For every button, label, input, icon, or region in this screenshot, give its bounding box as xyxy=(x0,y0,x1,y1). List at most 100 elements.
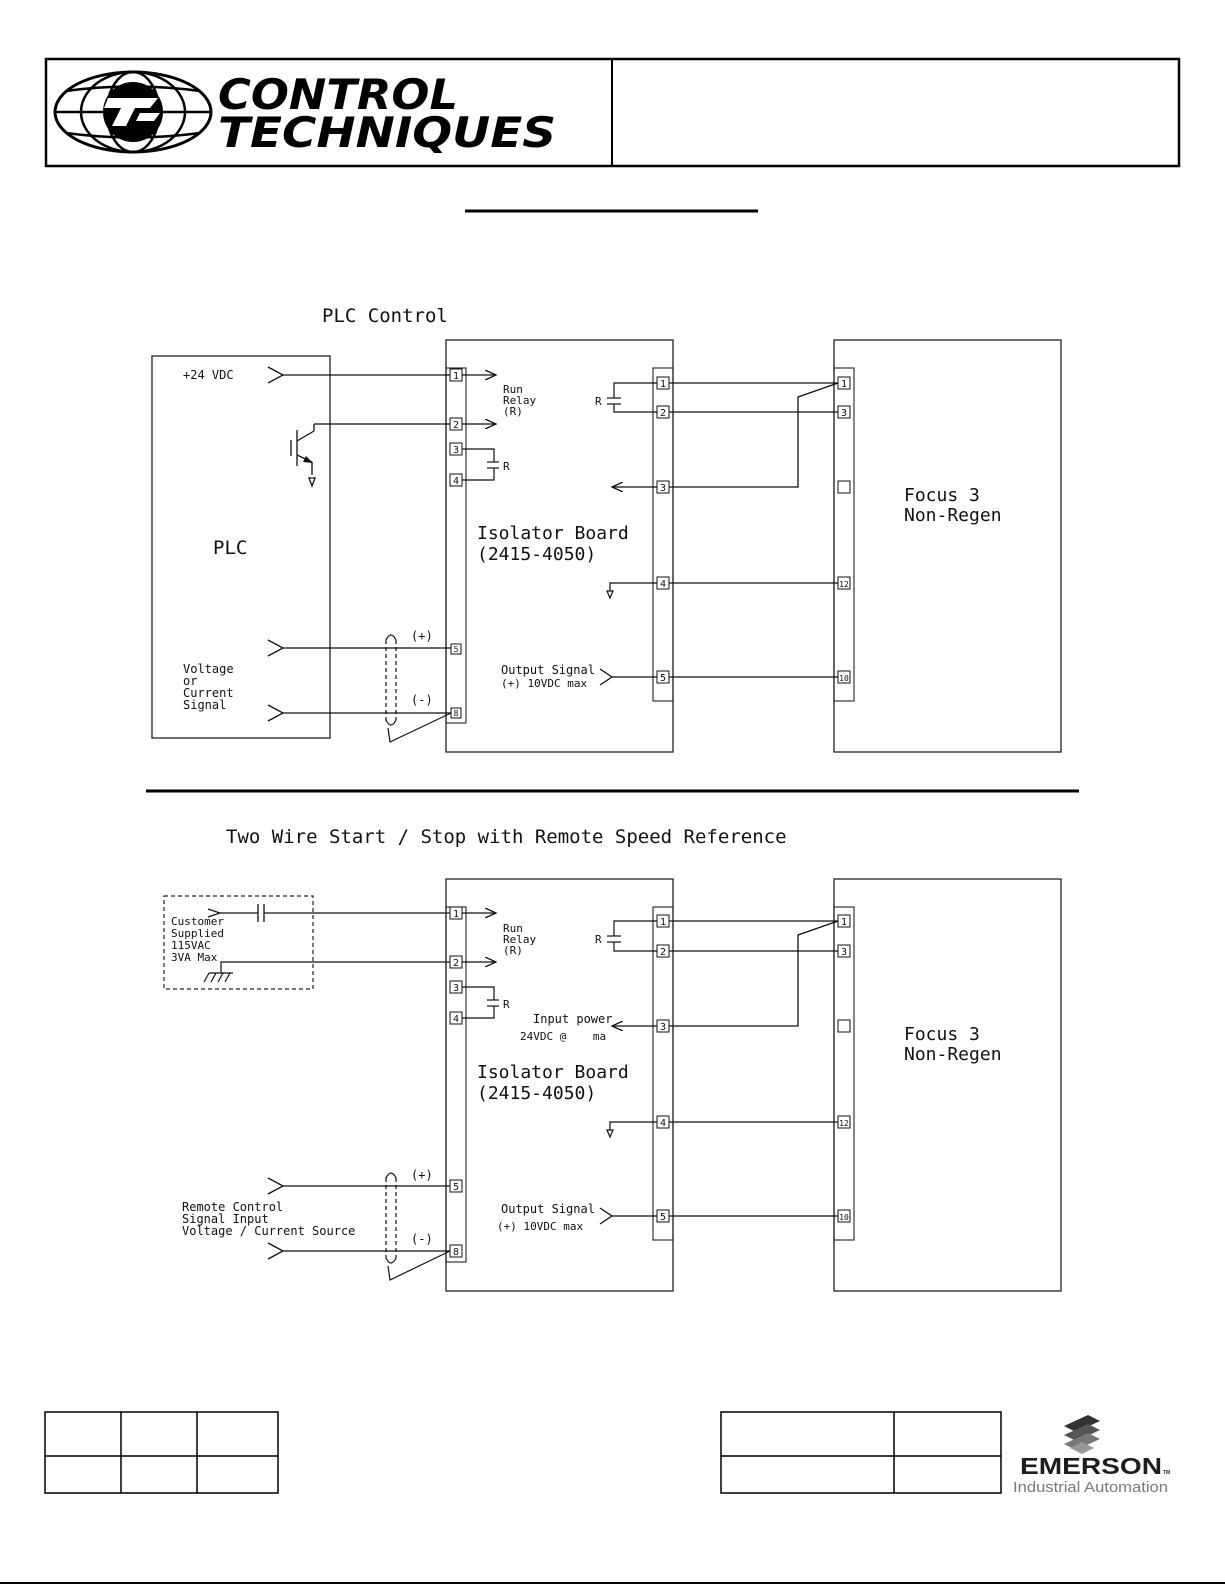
iso1-relay-line-3: (R) xyxy=(503,405,523,418)
customer-line-2: Supplied xyxy=(171,927,224,940)
control-techniques-logo: CONTROL TECHNIQUES xyxy=(53,70,556,157)
plc-box xyxy=(151,355,331,739)
iso1-relay-contact-r: R xyxy=(503,460,510,473)
plc-transistor-symbol xyxy=(290,424,316,488)
iso1-output-line-2: (+) 10VDC max xyxy=(501,677,587,690)
iso2-relay-line-3: (R) xyxy=(503,944,523,957)
iso1-right-term-2: 2 xyxy=(660,408,666,419)
iso2-right-term-1: 1 xyxy=(660,917,666,928)
iso1-left-term-2: 2 xyxy=(453,420,459,431)
iso2-minus-label: (-) xyxy=(411,1232,433,1246)
isolator-left-terminals-1 xyxy=(449,368,463,719)
focus3-label-2: Focus 3 xyxy=(904,1024,980,1045)
iso2-term4-ground xyxy=(606,1121,657,1139)
plc-supply-chevron xyxy=(267,366,285,384)
emerson-wordmark: EMERSON xyxy=(1020,1453,1162,1479)
customer-capacitor-symbol xyxy=(220,904,450,922)
iso1-output-chevron xyxy=(599,668,614,686)
focus3-2-term-12: 12 xyxy=(839,1119,849,1128)
iso1-left-term-3: 3 xyxy=(453,445,459,456)
iso1-minus-label: (-) xyxy=(411,693,433,707)
iso2-relay-contact-3-4 xyxy=(462,986,499,1019)
iso1-left-term-4: 4 xyxy=(453,476,459,487)
isolator-right-strip-2 xyxy=(652,906,674,1241)
iso2-relay-line-2: Relay xyxy=(503,933,536,946)
logo-line-control: CONTROL xyxy=(218,70,458,119)
isolator-left-strip-1 xyxy=(445,367,467,724)
diagram2-wires xyxy=(283,920,839,1252)
focus3-model-1: Non-Regen xyxy=(904,505,1002,526)
plc-plus-chevron xyxy=(267,639,285,657)
iso2-relay-contact-r: R xyxy=(503,998,510,1011)
plc-label: PLC xyxy=(213,537,247,559)
emerson-trademark: TM xyxy=(1163,1470,1170,1476)
diagram1-wires xyxy=(283,374,839,714)
plc-signal-line-2: or xyxy=(183,674,197,688)
logo-line-techniques: TECHNIQUES xyxy=(218,108,556,157)
iso1-relay-line-1: Run xyxy=(503,383,523,396)
focus3-terminals-2 xyxy=(837,914,851,1223)
customer-line-1: Customer xyxy=(171,915,224,928)
focus3-strip-2 xyxy=(833,906,855,1241)
customer-supply-box xyxy=(163,895,314,990)
isolator-part-2: (2415-4050) xyxy=(477,1083,596,1104)
customer-line-3: 115VAC xyxy=(171,939,211,952)
isolator-label-1: Isolator Board xyxy=(477,523,629,544)
focus3-1-term-12: 12 xyxy=(839,580,849,589)
isolator-part-1: (2415-4050) xyxy=(477,544,596,565)
focus3-1-term-3: 3 xyxy=(841,408,847,419)
iso2-plus-label: (+) xyxy=(411,1168,433,1182)
remote-line-3: Voltage / Current Source xyxy=(182,1224,355,1238)
plc-signal-line-1: Voltage xyxy=(183,662,234,676)
iso2-output-line-1: Output Signal xyxy=(501,1202,595,1216)
iso2-left-term-2: 2 xyxy=(453,958,459,969)
iso2-right-term-4: 4 xyxy=(660,1118,666,1129)
isolator-right-terminals-2 xyxy=(656,914,670,1223)
isolator-right-strip-1 xyxy=(652,367,674,702)
iso2-relay-line-1: Run xyxy=(503,922,523,935)
isolator-label-2: Isolator Board xyxy=(477,1062,629,1083)
focus3-2-term-3: 3 xyxy=(841,947,847,958)
focus3-2-term-10: 10 xyxy=(839,1213,849,1222)
focus3-box-2 xyxy=(833,878,1062,1292)
plc-transistor-emitter-arrow xyxy=(303,456,313,463)
focus3-strip-1 xyxy=(833,367,855,702)
footer-table-left xyxy=(44,1411,279,1494)
focus3-model-2: Non-Regen xyxy=(904,1044,1002,1065)
diagram2-title: Two Wire Start / Stop with Remote Speed … xyxy=(226,826,787,848)
diagram2-shield xyxy=(385,1172,451,1281)
diagram-two-wire-start-stop: Two Wire Start / Stop with Remote Speed … xyxy=(163,826,1062,1292)
iso1-right-term-1: 1 xyxy=(660,379,666,390)
focus3-label-1: Focus 3 xyxy=(904,485,980,506)
iso1-relay-contact-3-4 xyxy=(462,448,499,481)
emerson-logo: EMERSON TM Industrial Automation xyxy=(1013,1415,1170,1496)
iso2-left-term-1: 1 xyxy=(453,909,459,920)
diagram-plc-control: PLC Control PLC +24 VDC Voltage or Curre… xyxy=(151,305,1062,753)
iso1-relay-line-2: Relay xyxy=(503,394,536,407)
iso1-plus-label: (+) xyxy=(411,629,433,643)
globe-icon xyxy=(53,70,213,154)
diagram1-title: PLC Control xyxy=(322,305,448,327)
iso2-input-power-line-2: 24VDC @ ma xyxy=(520,1030,606,1043)
iso2-input-power-line-1: Input power xyxy=(533,1012,612,1026)
iso1-right-term-4: 4 xyxy=(660,579,666,590)
focus3-1-term-10: 10 xyxy=(839,674,849,683)
iso1-output-line-1: Output Signal xyxy=(501,663,595,677)
focus3-terminals-1 xyxy=(837,376,851,684)
iso2-right-term-2: 2 xyxy=(660,947,666,958)
iso1-right-term-5: 5 xyxy=(660,673,666,684)
iso1-left-term-8: 8 xyxy=(454,709,459,718)
iso2-relay-contact-r-right xyxy=(607,920,657,952)
iso1-term4-ground xyxy=(606,582,657,600)
iso2-right-term-3: 3 xyxy=(660,1022,666,1033)
plc-signal-line-4: Signal xyxy=(183,698,226,712)
remote-line-2: Signal Input xyxy=(182,1212,269,1226)
plc-minus-chevron xyxy=(267,704,285,722)
focus3-2-term-1: 1 xyxy=(841,917,847,928)
iso1-left-term-5: 5 xyxy=(454,645,459,654)
remote-plus-chevron xyxy=(267,1177,285,1195)
focus3-1-term-1: 1 xyxy=(841,379,847,390)
iso1-right-term-3: 3 xyxy=(660,483,666,494)
